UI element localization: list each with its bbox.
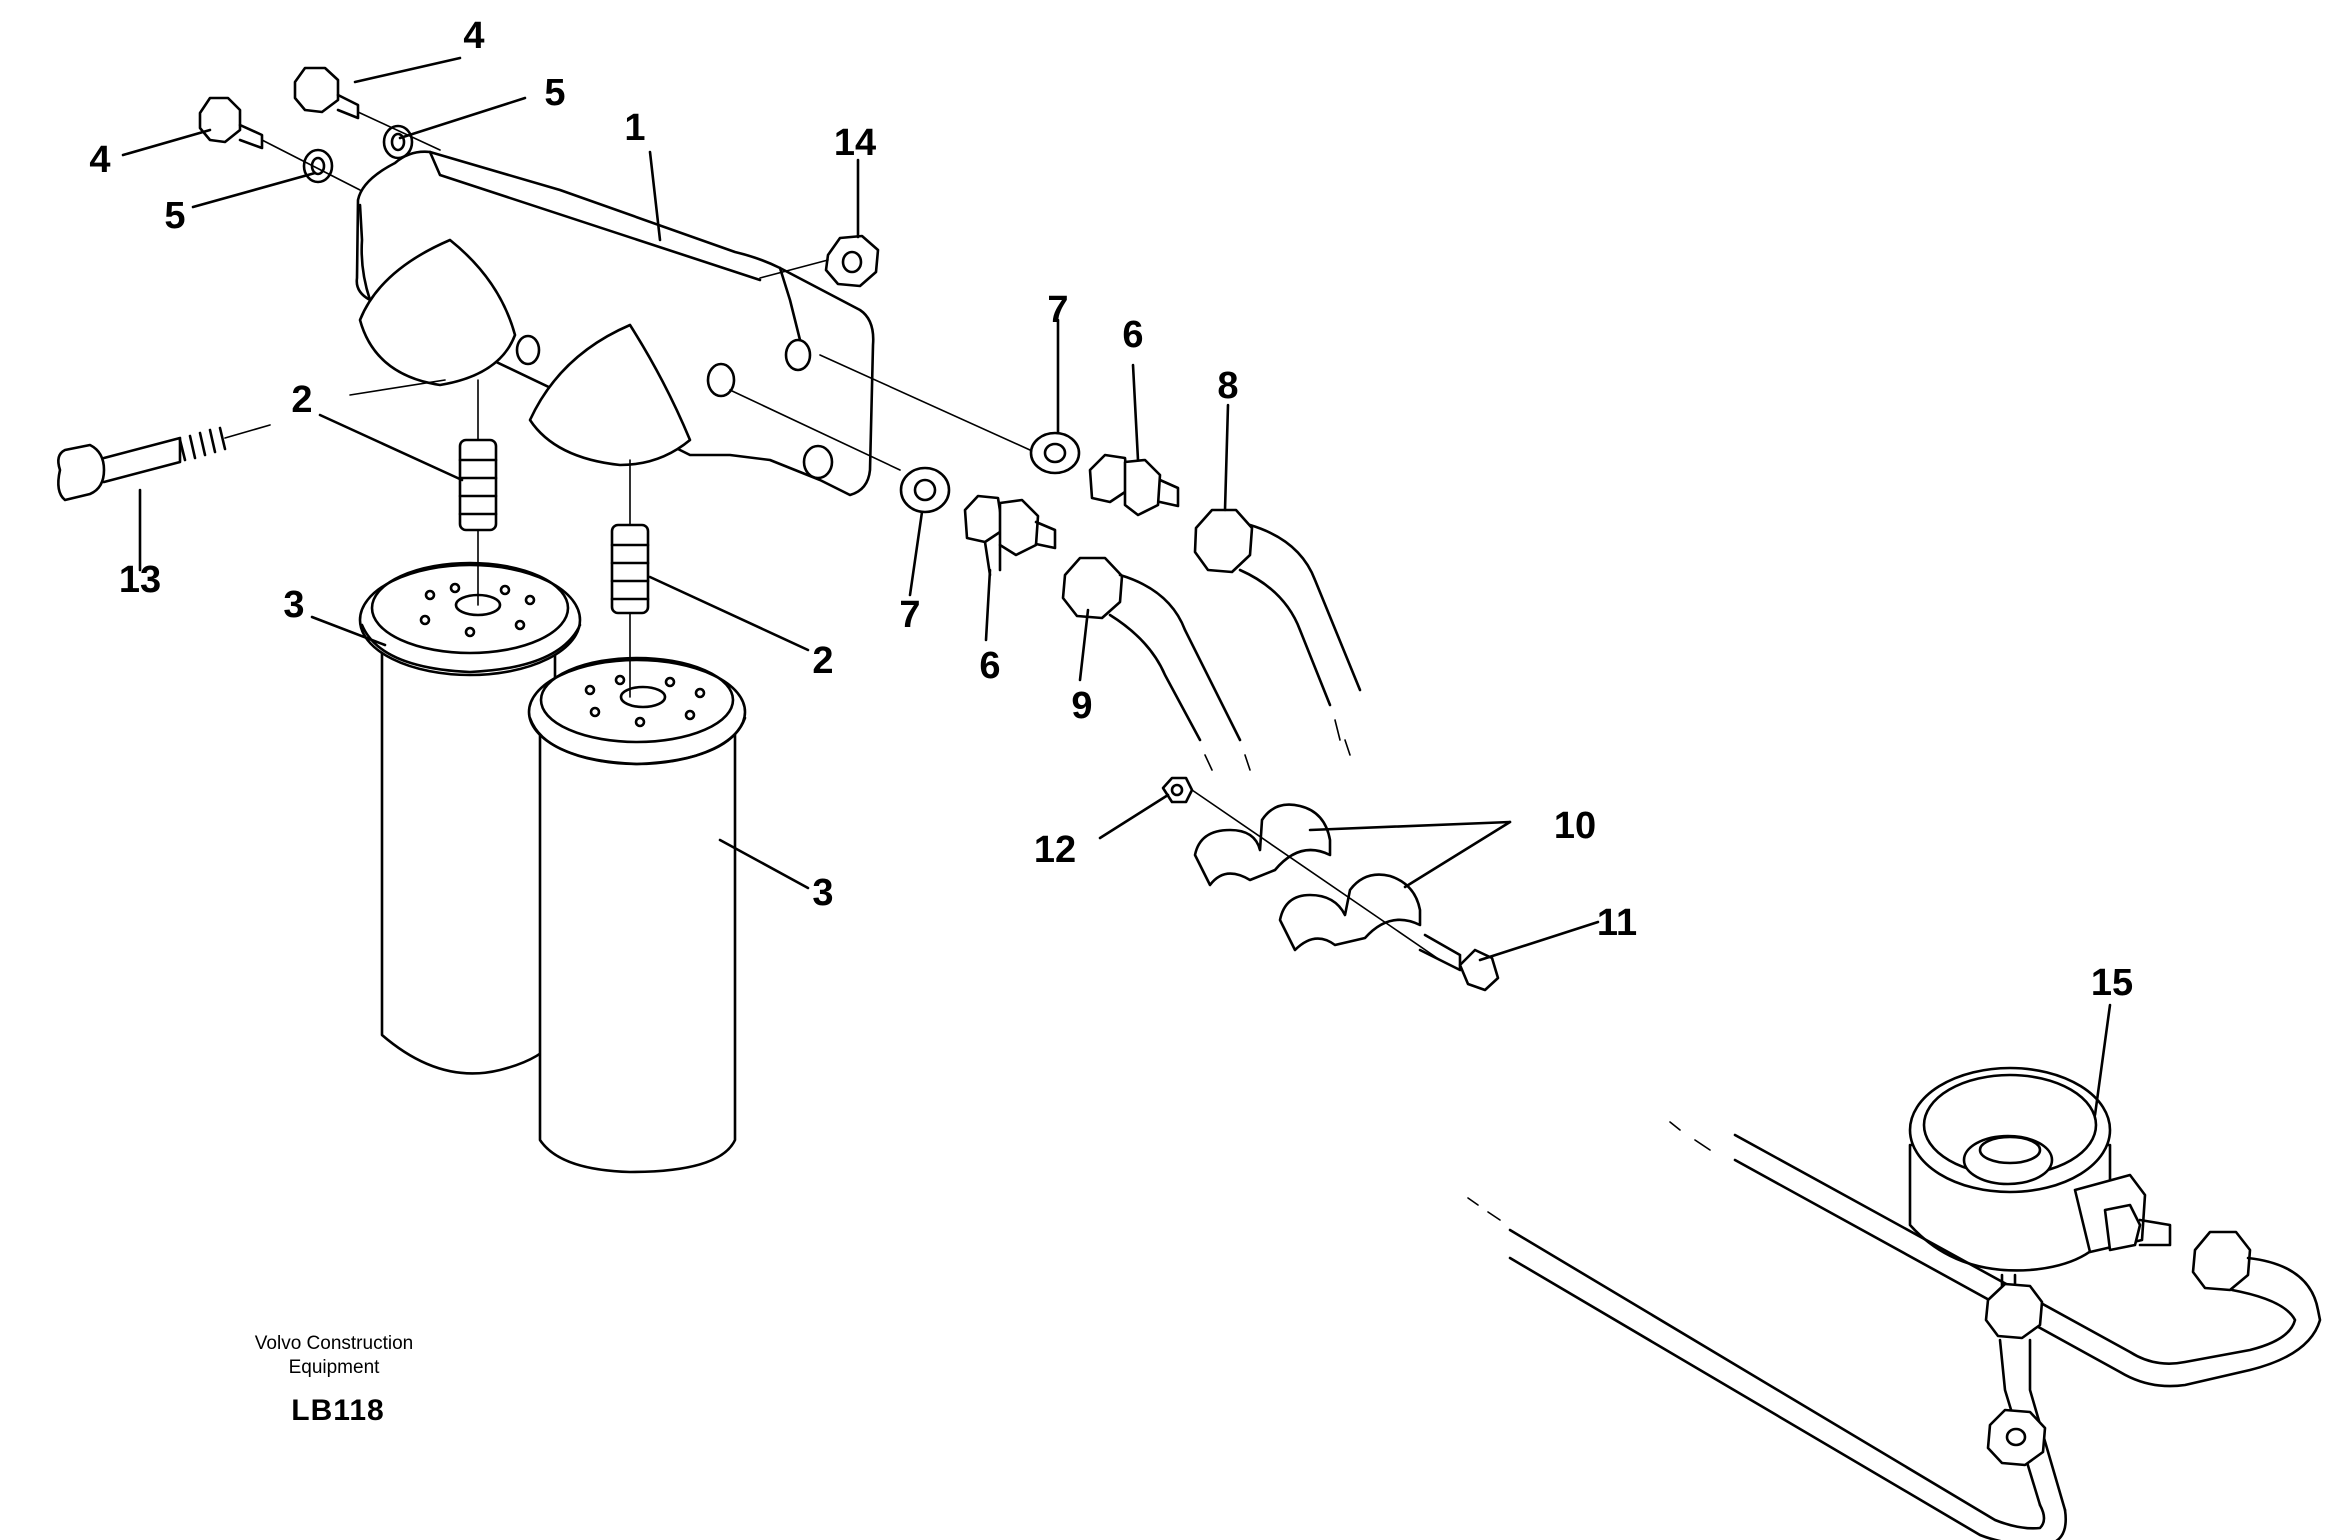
callout-11: 11 <box>1597 902 1637 944</box>
drawing-footer: Volvo Construction Equipment LB118 <box>255 1333 413 1427</box>
pipe-clamps <box>1161 776 1500 992</box>
callout-2-lower: 2 <box>812 640 833 682</box>
callout-6-lower: 6 <box>979 645 1000 687</box>
callout-4-left: 4 <box>89 139 110 181</box>
filter-head-bracket <box>349 150 875 497</box>
callout-14: 14 <box>834 122 876 164</box>
hose-fittings <box>729 354 1362 771</box>
callout-6-upper: 6 <box>1122 314 1143 356</box>
callout-15: 15 <box>2091 962 2133 1004</box>
callout-4-top: 4 <box>463 15 484 57</box>
screw-bolt <box>57 424 271 502</box>
brand-line-1: Volvo Construction <box>255 1333 413 1354</box>
oil-sensor-assembly <box>1467 1066 2322 1540</box>
callout-9: 9 <box>1071 685 1092 727</box>
callout-3-right: 3 <box>812 872 833 914</box>
callout-3-left: 3 <box>283 584 304 626</box>
callout-5-left: 5 <box>164 195 185 237</box>
callout-13: 13 <box>119 559 161 601</box>
callout-8: 8 <box>1217 365 1238 407</box>
brand-line-2: Equipment <box>289 1357 381 1378</box>
callout-5-top: 5 <box>544 72 565 114</box>
callout-12: 12 <box>1034 829 1076 871</box>
callout-10: 10 <box>1554 805 1596 847</box>
callout-7-upper: 7 <box>1047 289 1068 331</box>
callout-1: 1 <box>624 107 645 149</box>
drawing-code: LB118 <box>291 1394 384 1427</box>
oil-filter-left <box>358 561 582 1075</box>
callout-labels: 1 2 2 3 3 4 4 5 5 6 6 7 7 8 9 10 11 12 1… <box>89 15 2133 1004</box>
leader-lines <box>121 56 2112 1117</box>
callout-7-lower: 7 <box>899 594 920 636</box>
oil-filter-right <box>527 656 747 1174</box>
callout-2-upper: 2 <box>291 379 312 421</box>
threaded-nipples <box>458 379 650 698</box>
